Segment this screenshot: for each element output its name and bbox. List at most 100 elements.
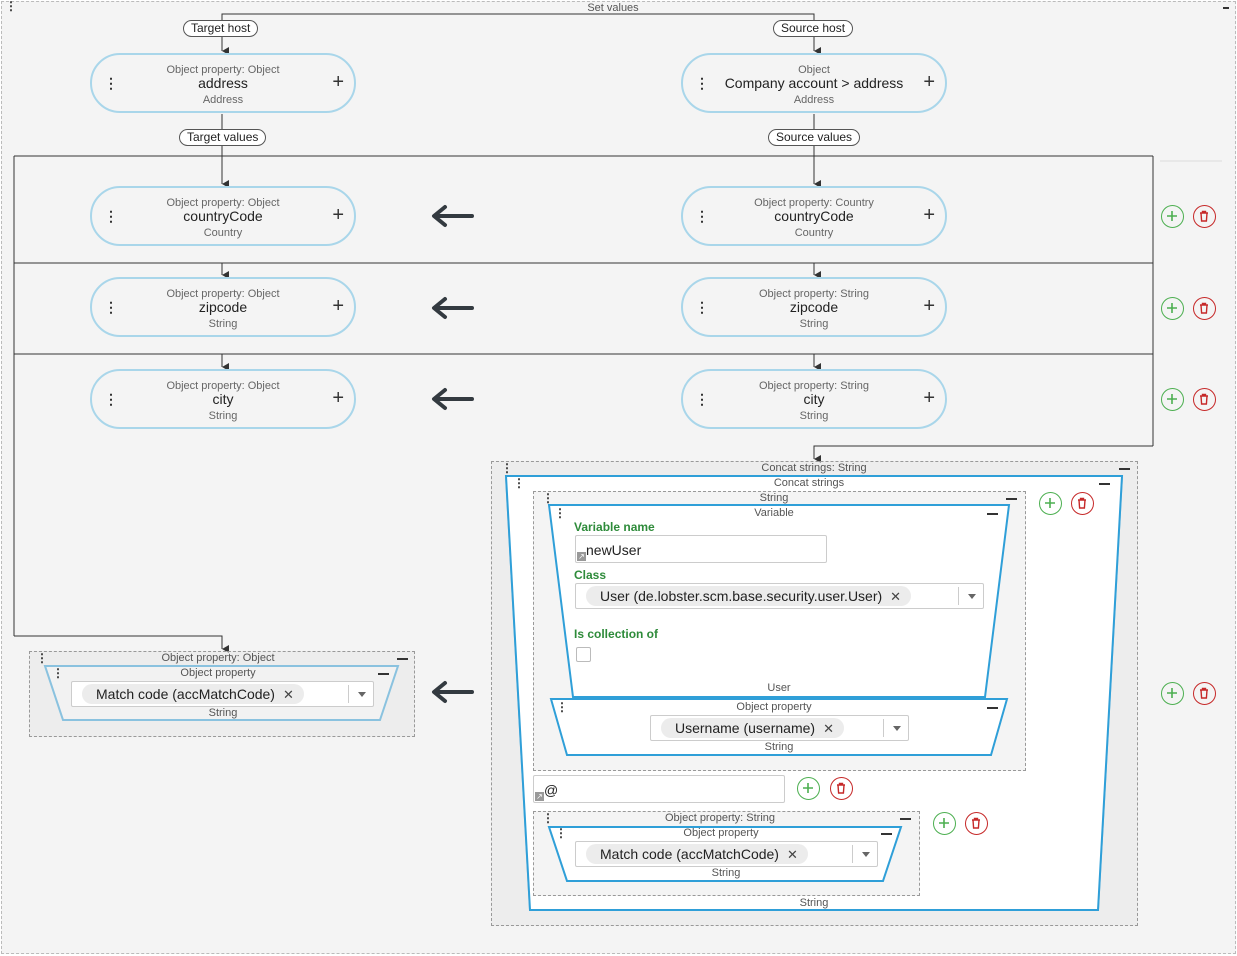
source-values-label: Source values [768, 129, 861, 146]
collapse-minus-icon[interactable] [1099, 483, 1110, 485]
drag-handle-icon[interactable]: ⋮ [695, 208, 709, 224]
target-node-countrycode[interactable]: ⋮ Object property: Object countryCode Co… [90, 186, 356, 246]
tag-label: Username (username) [675, 720, 816, 736]
collapse-minus-icon[interactable] [881, 833, 892, 835]
selected-tag: Username (username) ✕ [661, 718, 844, 738]
collapse-minus-icon[interactable] [397, 658, 408, 660]
collapse-minus-icon[interactable] [987, 513, 998, 515]
close-icon[interactable]: ✕ [823, 721, 834, 736]
drag-handle-icon[interactable]: ⋮ [513, 476, 525, 490]
plus-icon[interactable]: + [332, 295, 344, 317]
add-row-button[interactable] [1161, 297, 1184, 320]
close-icon[interactable]: ✕ [890, 589, 902, 604]
arrow-left-icon [432, 681, 474, 703]
delete-row-button[interactable] [1193, 682, 1216, 705]
node-type: Object [798, 64, 830, 76]
delete-row-button[interactable] [1193, 205, 1216, 228]
drag-handle-icon[interactable]: ⋮ [501, 461, 513, 475]
node-datatype: String [799, 410, 829, 422]
literal-value: @ [544, 782, 559, 798]
target-host-node[interactable]: ⋮ Object property: Object address Addres… [90, 53, 356, 113]
caret-down-icon[interactable] [884, 716, 910, 740]
variable-footer: User [767, 682, 791, 694]
source-node-city[interactable]: ⋮ Object property: String city String + [681, 369, 947, 429]
source-host-node[interactable]: ⋮ Object Company account > address Addre… [681, 53, 947, 113]
string-header: String [759, 492, 789, 504]
plus-icon[interactable]: + [923, 295, 935, 317]
drag-handle-icon[interactable]: ⋮ [695, 391, 709, 407]
expand-icon[interactable]: ↗ [535, 792, 544, 801]
plus-icon[interactable]: + [923, 204, 935, 226]
caret-down-icon[interactable] [349, 682, 375, 706]
drag-handle-icon[interactable]: ⋮ [695, 299, 709, 315]
tag-label: Match code (accMatchCode) [96, 686, 275, 702]
trash-icon [1200, 393, 1208, 405]
select-separator [852, 845, 853, 863]
caret-down-icon[interactable] [959, 584, 985, 608]
target-values-label: Target values [179, 129, 267, 146]
plus-icon[interactable]: + [923, 387, 935, 409]
drag-handle-icon[interactable]: ⋮ [542, 811, 554, 825]
variable-name-input[interactable]: newUser ↗ [575, 535, 827, 563]
plus-icon[interactable]: + [332, 387, 344, 409]
add-button[interactable] [797, 777, 820, 800]
delete-row-button[interactable] [1193, 388, 1216, 411]
close-icon[interactable]: ✕ [786, 847, 798, 862]
drag-handle-icon[interactable]: ⋮ [556, 700, 568, 714]
username-select[interactable]: Username (username) ✕ [650, 715, 909, 741]
class-label: Class [574, 568, 607, 582]
drag-handle-icon[interactable]: ⋮ [104, 299, 118, 315]
target-node-zipcode[interactable]: ⋮ Object property: Object zipcode String… [90, 277, 356, 337]
collapse-minus-icon[interactable] [987, 707, 998, 709]
drag-handle-icon[interactable]: ⋮ [695, 75, 709, 91]
close-icon[interactable]: ✕ [282, 687, 294, 702]
set-values-drag-icon[interactable]: ⋮ [5, 0, 17, 13]
expand-icon[interactable]: ↗ [577, 552, 586, 561]
collection-checkbox[interactable] [576, 647, 591, 662]
class-select[interactable]: User (de.lobster.scm.base.security.user.… [575, 583, 984, 609]
plus-icon[interactable]: + [923, 71, 935, 93]
delete-row-button[interactable] [1193, 297, 1216, 320]
drag-handle-icon[interactable]: ⋮ [52, 666, 64, 680]
variable-header: Variable [754, 507, 794, 519]
target-match-select[interactable]: Match code (accMatchCode) ✕ [71, 681, 374, 707]
delete-button[interactable] [830, 777, 853, 800]
source-node-countrycode[interactable]: ⋮ Object property: Country countryCode C… [681, 186, 947, 246]
collapse-minus-icon[interactable] [1006, 498, 1017, 500]
source-node-zipcode[interactable]: ⋮ Object property: String zipcode String… [681, 277, 947, 337]
drag-handle-icon[interactable]: ⋮ [36, 651, 48, 665]
drag-handle-icon[interactable]: ⋮ [104, 391, 118, 407]
add-button[interactable] [933, 812, 956, 835]
add-row-button[interactable] [1161, 205, 1184, 228]
collapse-minus-icon[interactable] [900, 818, 911, 820]
collapse-minus-icon[interactable] [1119, 468, 1130, 470]
collection-label: Is collection of [574, 627, 659, 641]
plus-icon[interactable]: + [332, 71, 344, 93]
drag-handle-icon[interactable]: ⋮ [555, 826, 567, 840]
literal-input[interactable]: @ ↗ [533, 775, 785, 803]
drag-handle-icon[interactable]: ⋮ [104, 208, 118, 224]
caret-down-icon[interactable] [853, 842, 879, 866]
concat-header: Concat strings: String [761, 462, 867, 474]
plus-icon[interactable]: + [332, 204, 344, 226]
drag-handle-icon[interactable]: ⋮ [104, 75, 118, 91]
target-node-city[interactable]: ⋮ Object property: Object city String + [90, 369, 356, 429]
delete-button[interactable] [1071, 492, 1094, 515]
add-circle-icon [803, 783, 813, 793]
selected-tag: Match code (accMatchCode) ✕ [586, 844, 808, 864]
delete-button[interactable] [965, 812, 988, 835]
add-row-button[interactable] [1161, 388, 1184, 411]
drag-handle-icon[interactable]: ⋮ [554, 506, 566, 520]
selected-tag: Match code (accMatchCode) ✕ [82, 684, 304, 704]
drag-handle-icon[interactable]: ⋮ [542, 491, 554, 505]
node-type: Object property: String [758, 288, 870, 300]
add-button[interactable] [1039, 492, 1062, 515]
selected-tag: User (de.lobster.scm.base.security.user.… [586, 586, 912, 606]
collapse-minus-icon[interactable] [378, 673, 389, 675]
concat-match-select[interactable]: Match code (accMatchCode) ✕ [575, 841, 878, 867]
tag-label: Match code (accMatchCode) [600, 846, 779, 862]
node-type: Object property: Object [166, 64, 280, 76]
add-row-button[interactable] [1161, 682, 1184, 705]
arrow-left-icon [432, 388, 474, 410]
node-name: Company account > address [724, 75, 904, 91]
